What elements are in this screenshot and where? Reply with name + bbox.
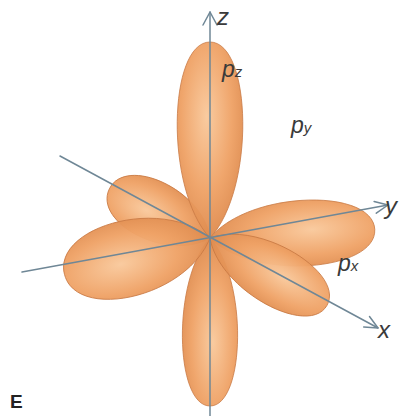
py-left-lobe bbox=[55, 201, 219, 311]
orbital-label: px bbox=[338, 252, 358, 275]
x-axis bbox=[60, 156, 378, 328]
axis-label: x bbox=[378, 318, 390, 342]
z-axis bbox=[209, 12, 211, 416]
panel-letter: E bbox=[10, 392, 23, 411]
px-front-lobe bbox=[195, 213, 341, 331]
axis-label: z bbox=[217, 5, 229, 29]
x-arrowhead bbox=[364, 317, 378, 329]
orbital-label: pz bbox=[222, 58, 242, 81]
z-arrowhead bbox=[203, 12, 217, 25]
orbital-label: py bbox=[291, 114, 311, 137]
y-axis bbox=[22, 205, 388, 272]
axis-label: y bbox=[385, 194, 397, 218]
